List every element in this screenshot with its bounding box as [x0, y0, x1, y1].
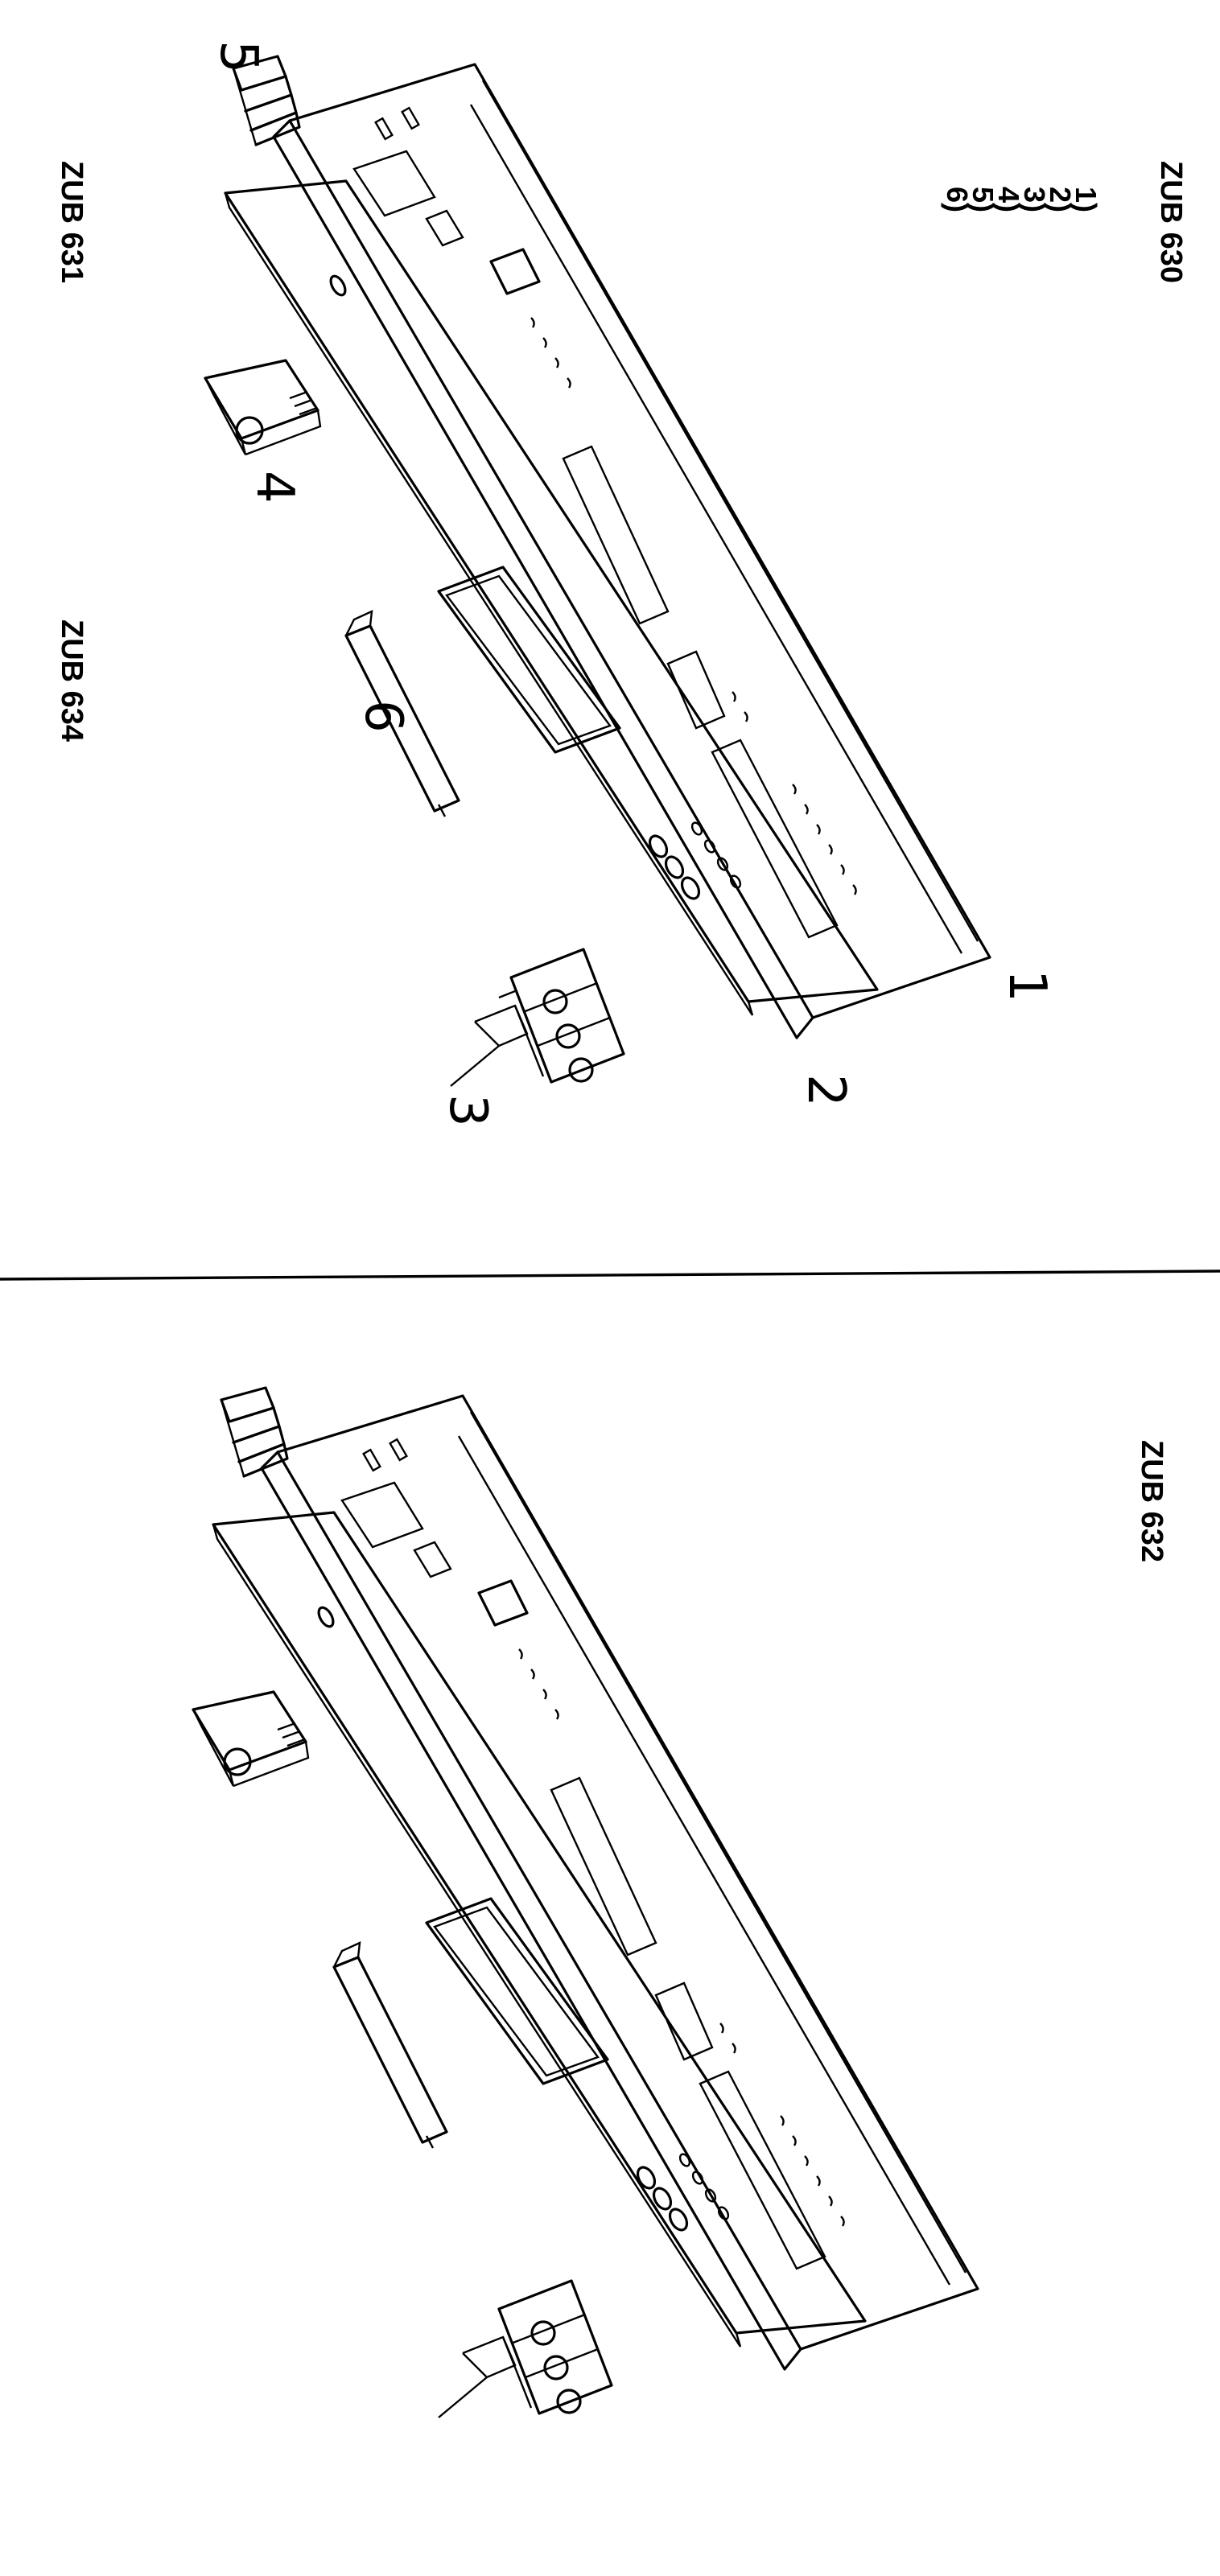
control-strip-bottom — [340, 1481, 845, 2270]
bottom-assembly — [192, 1386, 979, 2418]
knob-block-bottom — [192, 1690, 310, 1788]
stacked-plates-bottom — [220, 1386, 289, 1478]
trim-strip-top — [344, 610, 460, 817]
legend-item-6: 6) — [941, 187, 974, 213]
stacked-plates-top — [232, 55, 301, 146]
button-bank-bottom — [438, 2279, 613, 2418]
frame-housing-top — [272, 63, 991, 1039]
callout-1: 1 — [997, 969, 1057, 1002]
callout-3: 3 — [438, 1094, 497, 1127]
label-zub-632: ZUB 632 — [1135, 1440, 1168, 1563]
control-strip-top — [352, 150, 857, 939]
label-zub-631: ZUB 631 — [55, 161, 89, 284]
callout-5: 5 — [208, 40, 268, 73]
trim-strip-bottom — [332, 1941, 448, 2149]
top-assembly: 1 2 3 4 5 6 — [204, 40, 1057, 1127]
knob-block-top — [204, 359, 322, 456]
label-zub-630: ZUB 630 — [1154, 161, 1188, 284]
callout-6: 6 — [353, 700, 413, 733]
front-panel-bottom — [212, 1511, 867, 2348]
button-bank-top — [450, 948, 625, 1087]
front-panel-top — [224, 179, 879, 1016]
frame-housing-bottom — [260, 1394, 979, 2371]
callout-4: 4 — [245, 471, 304, 504]
label-zub-634: ZUB 634 — [55, 619, 89, 743]
callout-2: 2 — [796, 1074, 855, 1107]
section-divider — [0, 1269, 1220, 1281]
